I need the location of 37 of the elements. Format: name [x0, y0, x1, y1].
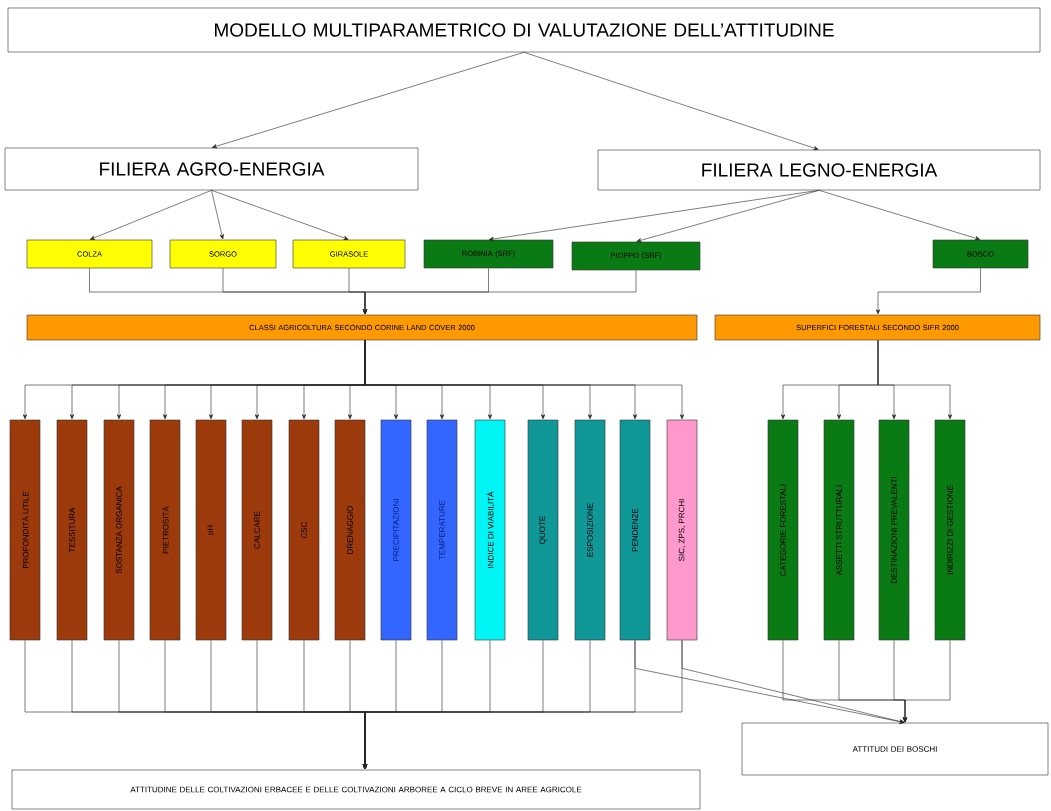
title-box: MODELLO MULTIPARAMETRICO DI VALUTAZIONE DELL’ATTITUDINE	[7, 7, 1041, 53]
parameter-bar: SOSTANZA ORGANICA	[103, 419, 135, 641]
arrow	[818, 190, 981, 241]
arrow	[523, 52, 819, 151]
parameter-bar: CSC	[288, 419, 320, 641]
parameter-bar: DRENAGGIO	[334, 419, 366, 641]
arrow	[362, 270, 637, 315]
arrow	[875, 268, 981, 315]
arrow	[211, 190, 224, 240]
result-box: ATTITUDI DEI BOSCHI	[741, 722, 1049, 776]
parameter-bar: TESSITURA	[56, 419, 88, 641]
arrow	[211, 190, 349, 240]
arrow	[902, 640, 951, 723]
arrow	[211, 52, 525, 149]
parameter-bar: SIC, ZPS, PRCHI	[666, 419, 698, 641]
result-box: ATTITUDINE DELLE COLTIVAZIONI ERBACEE E DELLE COLTIVAZIONI ARBOREE A CICLO BREVE IN AREE AGRICOLE	[11, 769, 701, 810]
parameter-bar: PROFONDITÀ UTILE	[9, 419, 41, 641]
parameter-bar: PENDENZE	[619, 419, 651, 641]
parameter-bar: CALCARE	[241, 419, 273, 641]
parameter-bar: TEMPERATURE	[426, 419, 458, 641]
chain-box: FILIERA AGRO-ENERGIA	[4, 147, 419, 191]
parameter-bar: QUOTE	[527, 419, 559, 641]
parameter-bar: PRECIPITAZIONI	[380, 419, 412, 641]
arrow	[89, 190, 212, 240]
parameter-bar: PIETROSITÀ	[149, 419, 181, 641]
parameter-bar: DESTINAZIONI PREVALENTI	[878, 419, 910, 641]
arrow	[634, 640, 905, 724]
parameter-bar: INDIRIZZI DI GESTIONE	[934, 419, 966, 641]
parameter-bar: CATEGORIE FORESTALI	[767, 419, 799, 641]
parameter-bar: ESPOSIZIONE	[574, 419, 606, 641]
parameter-bar: INDICE DI VIABILITÀ	[474, 419, 506, 641]
arrow	[636, 190, 820, 243]
chain-box: FILIERA LEGNO-ENERGIA	[597, 149, 1041, 191]
arrow	[877, 340, 953, 420]
parameter-bar: pH	[195, 419, 227, 641]
parameter-bar: ASSETTI STRUTTURALI	[823, 419, 855, 641]
arrow	[681, 640, 905, 724]
